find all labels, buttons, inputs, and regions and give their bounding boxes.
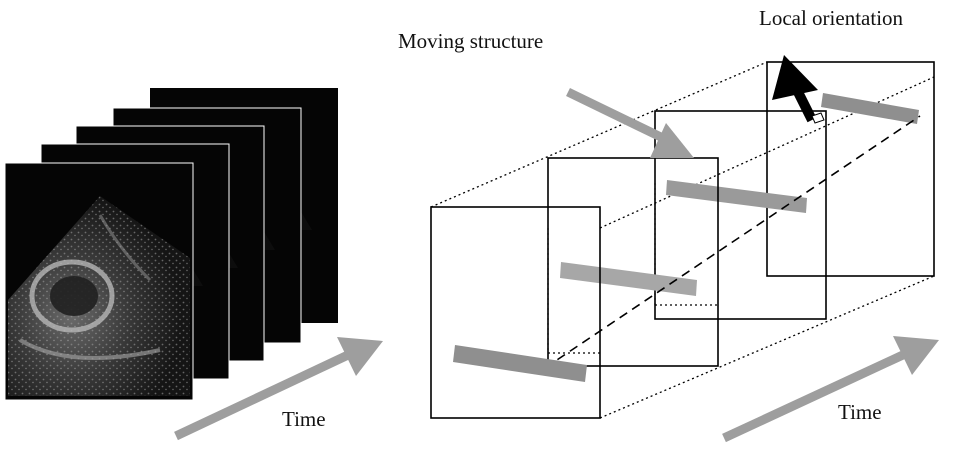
volume-frame-1 xyxy=(431,207,600,418)
moving-bar-frame-1 xyxy=(453,345,587,382)
ultrasound-frame-1 xyxy=(5,163,193,400)
time-label-right: Time xyxy=(838,400,882,424)
moving-bar-frame-4 xyxy=(821,93,919,124)
time-arrow-right xyxy=(724,336,939,438)
ultrasound-frame-stack xyxy=(5,88,338,400)
moving-structure-label: Moving structure xyxy=(398,29,543,53)
local-orientation-label: Local orientation xyxy=(759,6,904,30)
time-label-left: Time xyxy=(282,407,326,431)
spatiotemporal-volume xyxy=(431,62,934,418)
